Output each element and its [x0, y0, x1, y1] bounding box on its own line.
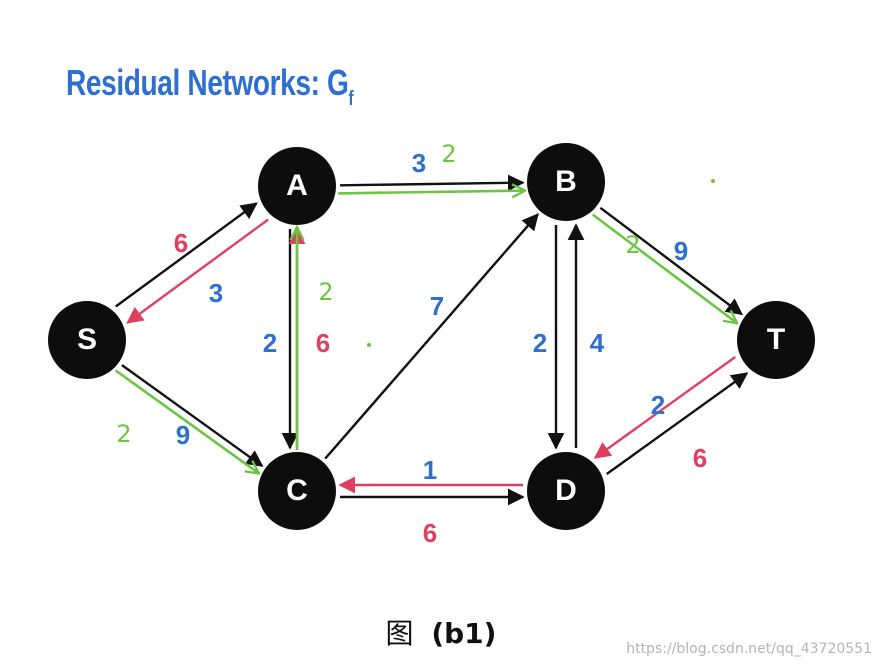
edge-label-d-c: 6 [423, 518, 437, 548]
edge-label-d-b: 4 [590, 328, 605, 358]
edge-label-c-d: 1 [423, 455, 437, 485]
figure-caption: 图 (b1) [0, 612, 882, 652]
node-circle [527, 143, 605, 221]
edge-label-s-a: 3 [209, 278, 223, 308]
edge-label-b-t: 9 [674, 236, 688, 266]
stray-dots [367, 179, 715, 347]
edge-label-s-c: 9 [176, 420, 190, 450]
node-circle [737, 301, 815, 379]
node-c: C [258, 452, 336, 530]
edge-label-t-d: 6 [693, 443, 707, 473]
flow-label-a-b: 2 [441, 140, 456, 168]
node-circle [527, 452, 605, 530]
title-subscript: f [348, 88, 354, 110]
edge-label-a-s: 6 [174, 228, 188, 258]
nodes-layer: S A B C D T [48, 143, 815, 530]
diagram-title: Residual Networks: Gf [66, 62, 354, 111]
node-circle [258, 147, 336, 225]
node-t: T [737, 301, 815, 379]
node-label: S [77, 323, 97, 356]
node-label: A [286, 169, 308, 202]
caption-char: 图 [385, 617, 414, 650]
flow-label-s-c: 2 [116, 420, 131, 448]
node-label: D [555, 474, 577, 507]
flow-b-t [591, 213, 737, 324]
node-label: B [555, 165, 577, 198]
stray-dot [711, 179, 715, 183]
caption-label: (b1) [431, 617, 497, 650]
flow-label-b-t: 2 [625, 231, 640, 259]
node-circle [258, 452, 336, 530]
node-s: S [48, 301, 126, 379]
flows-layer [114, 191, 738, 474]
stray-dot [367, 343, 371, 347]
edge-label-c-a: 6 [316, 328, 330, 358]
edge-s-c [121, 364, 264, 467]
flow-a-b [338, 191, 525, 194]
edge-label-d-t: 2 [651, 390, 665, 420]
watermark: https://blog.csdn.net/qq_43720551 [626, 641, 872, 657]
edge-a-b [339, 174, 525, 192]
node-b: B [527, 143, 605, 221]
node-a: A [258, 147, 336, 225]
edge-b-t [599, 206, 743, 316]
edge-label-c-b: 7 [430, 291, 444, 321]
node-d: D [527, 452, 605, 530]
edge-label-a-b: 3 [412, 148, 426, 178]
edge-label-b-d: 2 [533, 328, 547, 358]
edge-t-d [593, 356, 736, 459]
node-label: C [286, 474, 308, 507]
node-label: T [767, 323, 785, 356]
flow-s-c [114, 369, 259, 473]
edge-a-s [126, 218, 269, 324]
title-main: Residual Networks: G [66, 62, 349, 103]
edge-label-a-c: 2 [263, 328, 277, 358]
edge-d-t [606, 372, 749, 475]
edge-c-b [324, 213, 539, 460]
edges-layer [115, 174, 749, 506]
edge-s-a [115, 202, 258, 308]
node-circle [48, 301, 126, 379]
flow-label-c-a: 2 [318, 278, 333, 306]
